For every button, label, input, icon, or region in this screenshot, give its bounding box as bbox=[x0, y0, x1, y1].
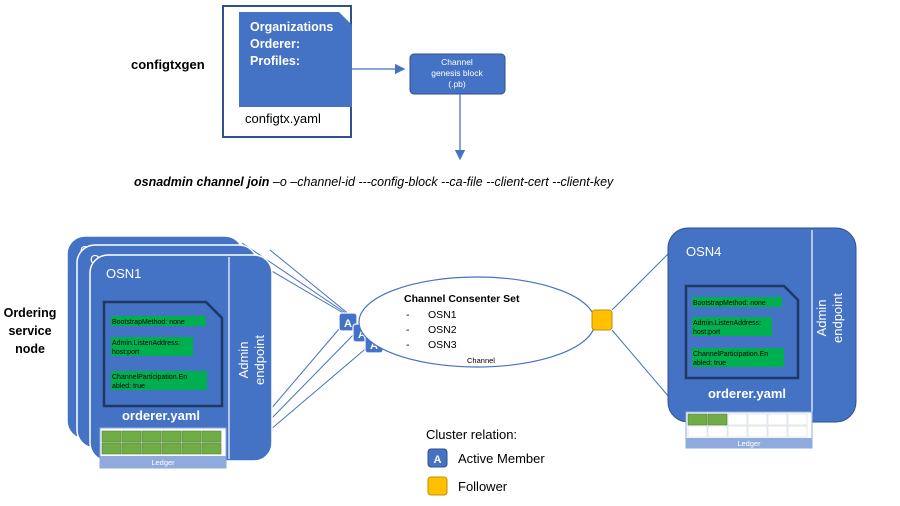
svg-text:A: A bbox=[344, 318, 352, 330]
ordering-service-label: Ordering service node bbox=[4, 306, 57, 356]
right-config-highlight bbox=[692, 317, 772, 336]
configtx-content-lines: Organizations Orderer: Profiles: bbox=[250, 20, 333, 68]
right-orderer-yaml-label: orderer.yaml bbox=[708, 386, 786, 401]
left-config-highlight bbox=[111, 371, 207, 390]
consenter-bullet: - bbox=[406, 339, 410, 351]
ledger-cell bbox=[747, 413, 768, 426]
consenter-list: - OSN1 - OSN2 - OSN3 bbox=[406, 309, 457, 351]
right-config-highlight bbox=[692, 348, 784, 367]
command-rest: –o –channel-id ---config-block --ca-file… bbox=[269, 175, 614, 189]
channel-consenter-title: Channel Consenter Set bbox=[404, 293, 520, 305]
genesis-line: genesis block bbox=[431, 68, 483, 78]
svg-text:service: service bbox=[8, 324, 51, 338]
svg-text:endpoint: endpoint bbox=[830, 293, 845, 343]
ledger-cell bbox=[747, 425, 768, 438]
left-config-highlight bbox=[111, 337, 193, 356]
osn4-label: OSN4 bbox=[686, 244, 721, 259]
consenter-item: OSN3 bbox=[428, 339, 457, 351]
svg-text:A: A bbox=[370, 340, 378, 352]
right-config-highlight bbox=[692, 297, 782, 307]
legend-title: Cluster relation: bbox=[426, 427, 517, 442]
ledger-cell bbox=[101, 442, 122, 455]
follower-badge bbox=[591, 309, 613, 331]
ledger-cell bbox=[141, 430, 162, 443]
configtx-document bbox=[239, 12, 352, 107]
osnadmin-command: osnadmin channel join –o –channel-id ---… bbox=[134, 175, 614, 189]
right-ledger-label: Ledger bbox=[737, 439, 761, 448]
ledger-cell bbox=[767, 413, 788, 426]
left-config-line: host:port bbox=[112, 349, 139, 356]
left-admin-endpoint: Admin endpoint bbox=[236, 335, 267, 385]
channel-caption: Channel bbox=[467, 356, 495, 365]
right-config-line: Admin.ListenAddress: bbox=[693, 320, 761, 327]
consenter-item: OSN1 bbox=[428, 309, 457, 321]
right-config-line: ChannelParticipation.En bbox=[693, 351, 768, 358]
right-ledger: Ledger bbox=[685, 411, 813, 449]
ledger-cell bbox=[181, 442, 202, 455]
ledger-cell bbox=[707, 413, 728, 426]
ledger-cell bbox=[121, 430, 142, 443]
right-admin-endpoint: Admin endpoint bbox=[814, 293, 845, 343]
svg-text:Admin: Admin bbox=[236, 342, 251, 379]
command-bold: osnadmin channel join bbox=[134, 175, 270, 189]
svg-text:Admin: Admin bbox=[814, 300, 829, 337]
genesis-block-box bbox=[409, 53, 506, 95]
legend-active-swatch bbox=[427, 448, 448, 468]
ledger-cell bbox=[687, 425, 708, 438]
configtx-line: Organizations bbox=[250, 20, 333, 34]
svg-text:Ordering: Ordering bbox=[4, 306, 57, 320]
left-config-line: abled: true bbox=[112, 383, 145, 390]
left-orderer-yaml-label: orderer.yaml bbox=[122, 408, 200, 423]
legend-follower-label: Follower bbox=[458, 479, 508, 494]
left-config-line: Admin.ListenAddress: bbox=[112, 340, 180, 347]
ledger-cell bbox=[787, 413, 808, 426]
left-config-line: BootstrapMethod: none bbox=[112, 319, 185, 326]
left-ledger: Ledger bbox=[99, 427, 227, 469]
configtxgen-label: configtxgen bbox=[131, 57, 205, 72]
consenter-item: OSN2 bbox=[428, 324, 457, 336]
ledger-cell bbox=[727, 413, 748, 426]
right-config-line: abled: true bbox=[693, 360, 726, 367]
svg-text:A: A bbox=[358, 329, 366, 341]
ledger-cell bbox=[787, 425, 808, 438]
legend-active-label: Active Member bbox=[458, 451, 545, 466]
ledger-cell bbox=[121, 442, 142, 455]
channel-ellipse bbox=[358, 276, 596, 368]
ledger-cell bbox=[687, 413, 708, 426]
legend-active-badge-letter: A bbox=[434, 454, 442, 466]
ledger-cell bbox=[767, 425, 788, 438]
ledger-cell bbox=[101, 430, 122, 443]
consenter-bullet: - bbox=[406, 309, 410, 321]
left-ledger-label: Ledger bbox=[151, 458, 175, 467]
left-config-line: ChannelParticipation.En bbox=[112, 374, 187, 381]
ledger-cell bbox=[727, 425, 748, 438]
left-config-highlight bbox=[111, 316, 206, 326]
svg-text:node: node bbox=[15, 342, 45, 356]
right-config-line: host:port bbox=[693, 329, 720, 336]
legend-follower-swatch bbox=[427, 476, 448, 496]
ledger-cell bbox=[181, 430, 202, 443]
right-config-line: BootstrapMethod: none bbox=[693, 300, 766, 307]
genesis-line: (.pb) bbox=[448, 79, 466, 89]
ledger-cell bbox=[707, 425, 728, 438]
configtx-line: Orderer: bbox=[250, 37, 300, 51]
ledger-cell bbox=[161, 442, 182, 455]
ledger-cell bbox=[161, 430, 182, 443]
ledger-cell bbox=[141, 442, 162, 455]
ledger-cell bbox=[201, 442, 222, 455]
configtx-line: Profiles: bbox=[250, 54, 300, 68]
ledger-cell bbox=[201, 430, 222, 443]
configtx-filename: configtx.yaml bbox=[245, 111, 321, 126]
consenter-bullet: - bbox=[406, 324, 410, 336]
osn1-label: OSN1 bbox=[106, 266, 141, 281]
svg-text:endpoint: endpoint bbox=[252, 335, 267, 385]
genesis-line: Channel bbox=[441, 57, 473, 67]
